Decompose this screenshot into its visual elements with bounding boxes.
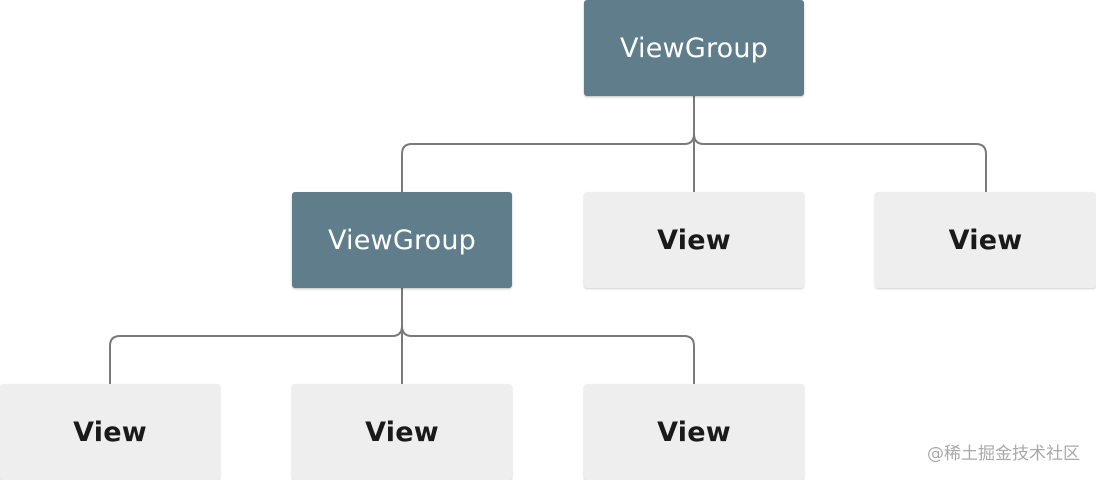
watermark-text: @稀土掘金技术社区 — [927, 444, 1080, 464]
root-viewgroup-node: ViewGroup — [584, 0, 804, 96]
connector-root-children — [401, 96, 987, 192]
view-node: View — [292, 384, 512, 480]
child-viewgroup-node: ViewGroup — [292, 192, 512, 288]
view-node: View — [0, 384, 220, 480]
view-node: View — [875, 192, 1096, 288]
view-node: View — [584, 384, 804, 480]
connector-viewgroup-children — [109, 288, 695, 384]
view-node: View — [584, 192, 804, 288]
